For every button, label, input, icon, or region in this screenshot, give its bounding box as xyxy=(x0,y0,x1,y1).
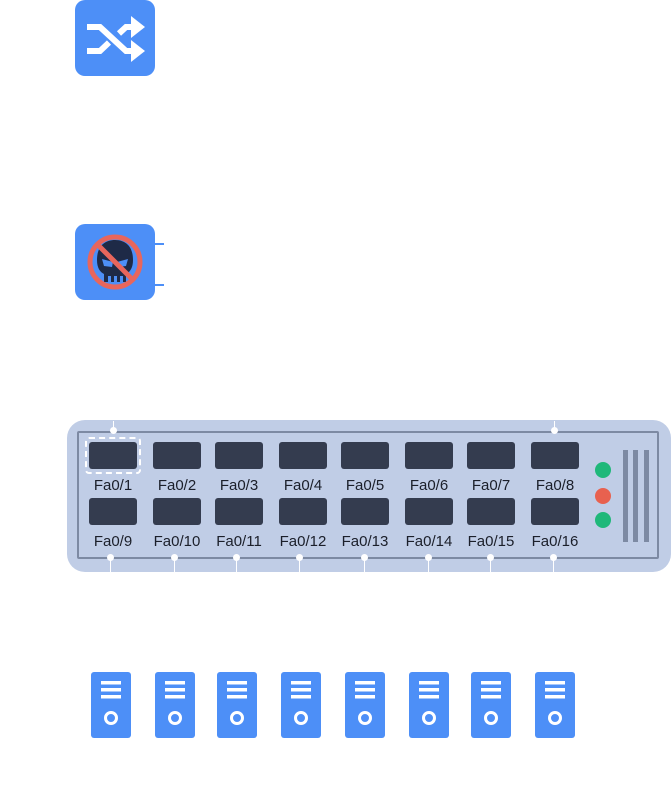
switch-faceplate xyxy=(77,431,659,559)
server-tower-icon[interactable] xyxy=(345,672,385,738)
connection-dot xyxy=(425,554,432,561)
switch-port[interactable] xyxy=(531,498,579,525)
port-label: Fa0/4 xyxy=(283,477,323,494)
connection-dot xyxy=(107,554,114,561)
selected-port-highlight xyxy=(85,437,141,474)
connection-line xyxy=(113,421,114,431)
port-label: Fa0/16 xyxy=(531,533,579,550)
switch-port[interactable] xyxy=(467,498,515,525)
switch-port[interactable] xyxy=(405,498,453,525)
blocked-link-stub-upper xyxy=(155,243,164,245)
connection-dot xyxy=(550,554,557,561)
connection-dot xyxy=(487,554,494,561)
port-label: Fa0/8 xyxy=(535,477,575,494)
connection-dot xyxy=(551,427,558,434)
server-tower-icon[interactable] xyxy=(471,672,511,738)
connection-dot xyxy=(296,554,303,561)
connection-dot xyxy=(233,554,240,561)
port-label: Fa0/12 xyxy=(279,533,327,550)
switch-node[interactable] xyxy=(75,0,155,76)
connection-line xyxy=(364,557,365,572)
blocked-attacker-node[interactable] xyxy=(75,224,155,300)
connection-line xyxy=(299,557,300,572)
connection-dot xyxy=(110,427,117,434)
vent-slot xyxy=(644,450,649,542)
switch-port[interactable] xyxy=(89,442,137,469)
port-label: Fa0/14 xyxy=(405,533,453,550)
port-label: Fa0/5 xyxy=(345,477,385,494)
connection-line xyxy=(236,557,237,572)
connection-dot xyxy=(361,554,368,561)
switch-port[interactable] xyxy=(341,498,389,525)
server-tower-icon[interactable] xyxy=(535,672,575,738)
port-label: Fa0/15 xyxy=(467,533,515,550)
connection-dot xyxy=(171,554,178,561)
port-label: Fa0/13 xyxy=(341,533,389,550)
vent-slot xyxy=(633,450,638,542)
port-label: Fa0/10 xyxy=(153,533,201,550)
switch-port[interactable] xyxy=(279,442,327,469)
status-led-red xyxy=(595,488,611,504)
switch-port[interactable] xyxy=(89,498,137,525)
port-label: Fa0/9 xyxy=(93,533,133,550)
status-led-green xyxy=(595,512,611,528)
status-led-green xyxy=(595,462,611,478)
server-tower-icon[interactable] xyxy=(91,672,131,738)
switch-port[interactable] xyxy=(215,498,263,525)
server-tower-icon[interactable] xyxy=(155,672,195,738)
port-label: Fa0/6 xyxy=(409,477,449,494)
blocked-link-stub-lower xyxy=(155,284,164,286)
switch-port[interactable] xyxy=(279,498,327,525)
switch-port[interactable] xyxy=(153,442,201,469)
switch-port[interactable] xyxy=(215,442,263,469)
port-label: Fa0/2 xyxy=(157,477,197,494)
connection-line xyxy=(490,557,491,572)
switch-port[interactable] xyxy=(531,442,579,469)
server-tower-icon[interactable] xyxy=(281,672,321,738)
vent-slot xyxy=(623,450,628,542)
connection-line xyxy=(428,557,429,572)
blocked-skull-icon xyxy=(87,234,143,290)
port-label: Fa0/1 xyxy=(93,477,133,494)
server-tower-icon[interactable] xyxy=(217,672,257,738)
switch-port[interactable] xyxy=(467,442,515,469)
connection-line xyxy=(553,557,554,572)
shuffle-arrows-icon xyxy=(87,16,145,62)
connection-line xyxy=(110,557,111,572)
server-tower-icon[interactable] xyxy=(409,672,449,738)
switch-port[interactable] xyxy=(405,442,453,469)
switch-port[interactable] xyxy=(153,498,201,525)
connection-line xyxy=(174,557,175,572)
port-label: Fa0/7 xyxy=(471,477,511,494)
port-label: Fa0/11 xyxy=(216,533,262,550)
switch-port[interactable] xyxy=(341,442,389,469)
switch-chassis: Fa0/1 Fa0/2 Fa0/3 Fa0/4 Fa0/5 Fa0/6 Fa0/7 Fa0/8… xyxy=(67,420,671,572)
connection-line xyxy=(554,421,555,431)
port-label: Fa0/3 xyxy=(219,477,259,494)
